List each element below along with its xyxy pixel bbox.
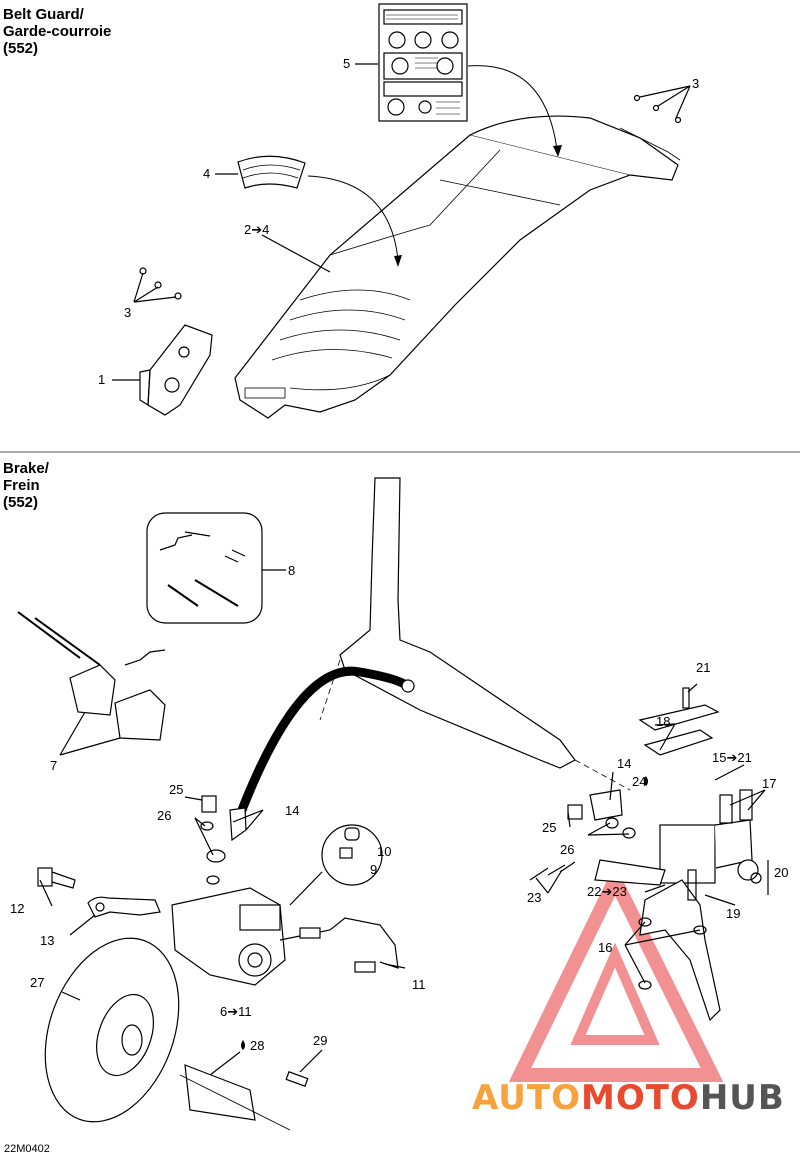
belt-guard-body xyxy=(234,115,681,419)
shaft-key xyxy=(285,1071,309,1087)
callout-4: 4 xyxy=(203,166,210,181)
belt-guard-title: Belt Guard/ Garde-courroie (552) xyxy=(3,6,111,57)
callout-3-lower: 3 xyxy=(124,305,131,320)
callout-21: 21 xyxy=(696,660,710,675)
callout-26-right: 26 xyxy=(560,842,574,857)
callout-17: 17 xyxy=(762,776,776,791)
callout-23: 23 xyxy=(527,890,541,905)
belt-guard-decal xyxy=(237,155,306,189)
callout-9: 9 xyxy=(370,862,377,877)
callout-25-left: 25 xyxy=(169,782,183,797)
brake-title-en: Brake/ xyxy=(3,460,49,477)
callout-20: 20 xyxy=(774,865,788,880)
callout-2-4: 2➔4 xyxy=(244,222,269,237)
caliper-bolt xyxy=(37,867,76,889)
brake-pads xyxy=(17,611,166,756)
brake-title: Brake/ Frein (552) xyxy=(3,460,49,511)
callout-19: 19 xyxy=(726,906,740,921)
handlebar xyxy=(319,477,631,791)
drop-icon-28 xyxy=(241,1040,245,1050)
brake-title-fr: Frein xyxy=(3,477,40,494)
reference-code: 22M0402 xyxy=(4,1143,50,1155)
callout-27: 27 xyxy=(30,975,44,990)
callout-24: 24 xyxy=(632,774,646,789)
callout-29: 29 xyxy=(313,1033,327,1048)
watermark-part1: AUTO xyxy=(472,1078,581,1118)
belt-guard-bracket xyxy=(139,324,213,416)
callout-14-right: 14 xyxy=(617,756,631,771)
nuts-lower xyxy=(139,267,182,300)
brake-disc xyxy=(44,937,291,1131)
caliper-bracket xyxy=(87,896,161,918)
pin-kit-box xyxy=(146,512,286,624)
callout-15-21: 15➔21 xyxy=(712,750,752,765)
watermark-triangle xyxy=(508,864,724,1082)
callout-12: 12 xyxy=(10,901,24,916)
callout-3-upper: 3 xyxy=(692,76,699,91)
callout-5: 5 xyxy=(343,56,350,71)
drop-icon-24 xyxy=(644,776,648,786)
callout-1: 1 xyxy=(98,372,105,387)
callout-26-left: 26 xyxy=(157,808,171,823)
callout-6-11: 6➔11 xyxy=(220,1004,252,1019)
belt-guard-model: (552) xyxy=(3,40,39,57)
belt-guard-drawing xyxy=(112,3,691,419)
callout-16: 16 xyxy=(598,940,612,955)
watermark-part2: MOTO xyxy=(580,1078,700,1118)
nuts-upper xyxy=(633,94,682,124)
callout-8: 8 xyxy=(288,563,295,578)
callout-7: 7 xyxy=(50,758,57,773)
belt-guard-title-fr: Garde-courroie xyxy=(3,23,112,40)
banjo-fittings-left xyxy=(200,795,247,885)
belt-guard-title-en: Belt Guard/ xyxy=(3,6,84,23)
brake-hose xyxy=(235,666,409,817)
watermark-text: AUTOMOTOHUB xyxy=(472,1078,785,1118)
warning-label-sheet xyxy=(378,3,468,122)
watermark-part3: HUB xyxy=(699,1078,785,1118)
callout-11: 11 xyxy=(412,977,426,992)
brake-model: (552) xyxy=(3,494,39,511)
callout-13: 13 xyxy=(40,933,54,948)
callout-14-left: 14 xyxy=(285,803,299,818)
callout-18: 18 xyxy=(656,714,670,729)
bleeder-detail-circle xyxy=(289,824,383,906)
callout-25-right: 25 xyxy=(542,820,556,835)
callout-28: 28 xyxy=(250,1038,264,1053)
callout-10: 10 xyxy=(377,844,391,859)
brake-drawing xyxy=(17,477,769,1131)
callout-22-23: 22➔23 xyxy=(587,884,627,899)
brake-caliper xyxy=(171,887,399,986)
